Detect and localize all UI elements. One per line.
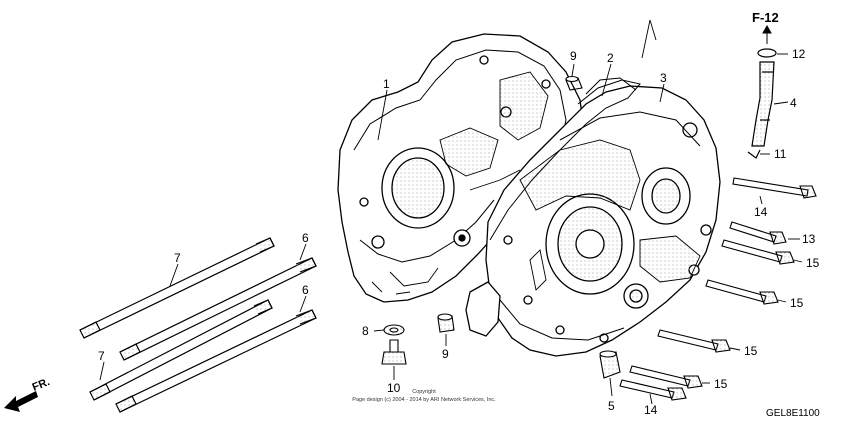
stud-7-lower[interactable]: [89, 299, 273, 401]
front-label: FR.: [31, 376, 52, 394]
callout-8[interactable]: 8: [362, 324, 369, 338]
bolt-15-c[interactable]: [657, 329, 731, 353]
callout-1[interactable]: 1: [383, 77, 390, 91]
dowel-pin-lower[interactable]: [437, 313, 455, 333]
leader-lines: [99, 19, 803, 405]
breather-tube[interactable]: [751, 61, 775, 147]
callout-2[interactable]: 2: [607, 51, 614, 65]
stud-6-upper[interactable]: [119, 257, 317, 361]
drain-bolt[interactable]: [381, 339, 407, 365]
callout-11[interactable]: 11: [774, 147, 787, 161]
left-crankcase[interactable]: [337, 33, 585, 303]
bolt-14-upper[interactable]: [732, 177, 817, 199]
bolt-15-b[interactable]: [705, 279, 779, 305]
callout-3[interactable]: 3: [660, 71, 667, 85]
callout-10[interactable]: 10: [387, 381, 401, 395]
callout-9-upper[interactable]: 9: [570, 49, 577, 63]
callout-13[interactable]: 13: [802, 232, 816, 246]
front-arrow-icon: [4, 391, 38, 412]
callout-12[interactable]: 12: [792, 47, 806, 61]
reference-arrow-icon: [762, 24, 772, 44]
callout-6-lower[interactable]: 6: [302, 283, 309, 297]
callout-5[interactable]: 5: [608, 399, 615, 413]
clip-12[interactable]: [757, 48, 777, 58]
crankcase-gasket[interactable]: [489, 79, 641, 241]
sealing-washer[interactable]: [383, 324, 405, 336]
callout-14-lower[interactable]: 14: [644, 403, 658, 417]
callout-15-c[interactable]: 15: [744, 344, 758, 358]
callout-7-upper[interactable]: 7: [174, 251, 181, 265]
stud-6-lower[interactable]: [115, 309, 317, 413]
callout-4[interactable]: 4: [790, 96, 797, 110]
right-crankcase[interactable]: [465, 77, 721, 357]
dowel-pin-upper[interactable]: [565, 75, 583, 91]
bolt-15-d[interactable]: [629, 365, 703, 389]
callout-15-b[interactable]: 15: [790, 296, 804, 310]
clip-11[interactable]: [747, 149, 761, 159]
callout-15-d[interactable]: 15: [714, 377, 728, 391]
callout-15-a[interactable]: 15: [806, 256, 820, 270]
callout-14-upper[interactable]: 14: [754, 205, 768, 219]
copyright-line-2: Page design (c) 2004 - 2014 by ARI Netwo…: [352, 397, 496, 403]
part-5-joint[interactable]: [599, 350, 621, 379]
bolt-15-a[interactable]: [721, 239, 795, 265]
bolt-14-lower[interactable]: [619, 379, 687, 401]
callout-9-lower[interactable]: 9: [442, 347, 449, 361]
stud-7-upper[interactable]: [79, 237, 275, 339]
reference-code[interactable]: F-12: [752, 10, 779, 25]
bolt-13[interactable]: [729, 221, 787, 245]
copyright-line-1: Copyright: [412, 389, 436, 395]
callout-7-lower[interactable]: 7: [98, 349, 105, 363]
callout-6-upper[interactable]: 6: [302, 231, 309, 245]
diagram-code: GEL8E1100: [766, 408, 820, 419]
